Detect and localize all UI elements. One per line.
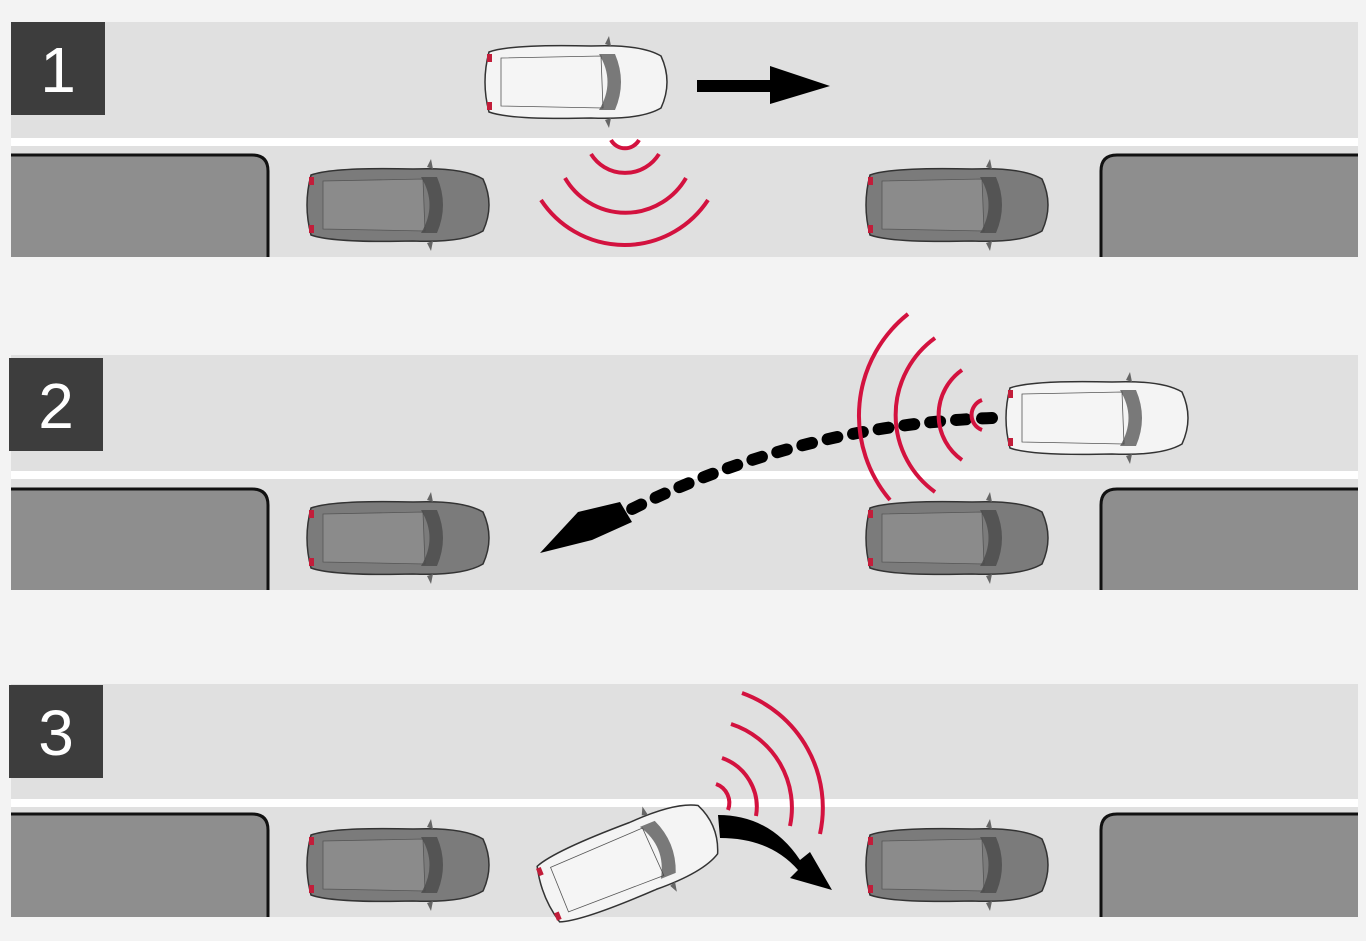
reverse-path-arrow xyxy=(540,412,998,553)
sensor-waves xyxy=(857,312,983,502)
step-3-panel: 3 xyxy=(9,684,1358,939)
parked-car xyxy=(306,818,490,912)
curb-block-left xyxy=(11,155,268,257)
parked-car xyxy=(865,818,1049,912)
step-label-box xyxy=(9,358,103,451)
parked-car xyxy=(865,158,1049,252)
lane-line xyxy=(11,471,1358,479)
step-2-panel: 2 xyxy=(9,312,1358,590)
curb-block-left xyxy=(11,489,268,590)
moving-car xyxy=(484,35,668,129)
step-number: 2 xyxy=(38,370,74,442)
step-number: 3 xyxy=(38,697,74,769)
turn-arrow xyxy=(718,815,832,890)
direction-arrow xyxy=(697,66,830,104)
step-label-box xyxy=(11,22,105,115)
moving-car xyxy=(1005,371,1189,465)
curb-block-right xyxy=(1101,155,1358,257)
sensor-waves xyxy=(539,138,710,247)
parked-car xyxy=(306,158,490,252)
step-label-box xyxy=(9,685,103,778)
curb-block-right xyxy=(1101,814,1358,917)
curb-block-right xyxy=(1101,489,1358,590)
parked-car xyxy=(865,491,1049,585)
curb-block-left xyxy=(11,814,268,917)
lane-line xyxy=(11,138,1358,146)
step-1-panel: 1 xyxy=(11,22,1358,257)
step-number: 1 xyxy=(40,34,76,106)
parked-car xyxy=(306,491,490,585)
sensor-waves xyxy=(715,691,825,835)
lane-line xyxy=(11,799,1358,807)
